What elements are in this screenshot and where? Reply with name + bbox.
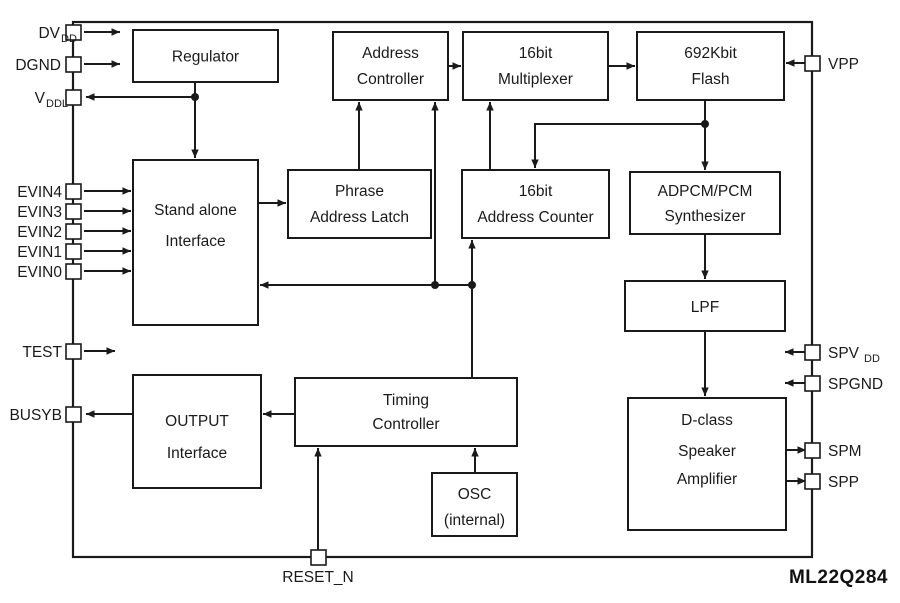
block-label-line2: Flash: [692, 71, 730, 88]
pin-test[interactable]: TEST: [22, 343, 82, 361]
pin-busyb[interactable]: BUSYB: [9, 406, 82, 424]
block-flash[interactable]: 692Kbit Flash: [636, 31, 785, 101]
block-label-line2: (internal): [444, 512, 505, 529]
block-label-line2: Multiplexer: [498, 71, 573, 88]
pin-label: EVIN0: [17, 264, 62, 281]
pin-label: VPP: [828, 56, 859, 73]
block-label-line1: 16bit: [519, 183, 553, 200]
block-output-interface[interactable]: OUTPUT Interface: [132, 374, 262, 489]
pin-reset-n[interactable]: RESET_N: [282, 549, 354, 586]
pin-evin3[interactable]: EVIN3: [17, 203, 82, 221]
pin-label: EVIN4: [17, 184, 62, 201]
block-label-line1: Timing: [383, 392, 429, 409]
pin-spgnd[interactable]: SPGND: [804, 375, 883, 393]
pin-evin1[interactable]: EVIN1: [17, 243, 82, 261]
block-label-line2: Interface: [165, 233, 225, 250]
junction-regulator-vddl: [191, 93, 199, 101]
block-label-line2: Interface: [167, 445, 227, 462]
pin-spp[interactable]: SPP: [804, 473, 859, 491]
wire-flash-to-addrcounter: [531, 123, 705, 168]
block-lpf[interactable]: LPF: [624, 280, 786, 332]
pin-label-subscript: DD: [61, 33, 77, 45]
pin-label: SPGND: [828, 376, 883, 393]
block-label-line2: Address Counter: [477, 209, 593, 226]
pin-evin0[interactable]: EVIN0: [17, 263, 82, 281]
block-label: LPF: [691, 299, 719, 316]
pin-label-subscript: DD: [864, 353, 880, 365]
block-address-counter[interactable]: 16bit Address Counter: [461, 169, 610, 239]
pin-label: RESET_N: [282, 569, 354, 586]
pin-vpp[interactable]: VPP: [804, 55, 859, 73]
block-adpcm-pcm-synthesizer[interactable]: ADPCM/PCM Synthesizer: [629, 171, 781, 235]
pin-label: EVIN2: [17, 224, 62, 241]
block-d-class-speaker-amplifier[interactable]: D-class Speaker Amplifier: [627, 397, 787, 531]
block-label-line1: Stand alone: [154, 202, 237, 219]
block-timing-controller[interactable]: Timing Controller: [294, 377, 518, 447]
pin-label-subscript: DDL: [46, 98, 68, 110]
block-label-line2: Speaker: [678, 443, 736, 460]
block-label-line1: 692Kbit: [684, 45, 737, 62]
pin-spvdd[interactable]: SPV DD: [804, 344, 880, 365]
pin-label: SPV: [828, 345, 860, 362]
block-label-line2: Address Latch: [310, 209, 409, 226]
pin-label: BUSYB: [9, 407, 62, 424]
block-label-line1: Address: [362, 45, 419, 62]
block-label: Regulator: [172, 49, 239, 66]
block-regulator[interactable]: Regulator: [132, 29, 279, 83]
block-phrase-address-latch[interactable]: Phrase Address Latch: [287, 169, 432, 239]
junction-bus-addrctrl: [431, 281, 439, 289]
pin-label: TEST: [22, 344, 62, 361]
pin-label: V: [35, 90, 46, 107]
block-label-line1: OUTPUT: [165, 413, 229, 430]
block-label-line2: Synthesizer: [665, 208, 746, 225]
block-label-line2: Controller: [357, 71, 424, 88]
pin-evin4[interactable]: EVIN4: [17, 183, 82, 201]
block-label-line1: Phrase: [335, 183, 384, 200]
block-multiplexer[interactable]: 16bit Multiplexer: [462, 31, 609, 101]
pin-dgnd[interactable]: DGND: [15, 56, 82, 74]
pin-label: EVIN3: [17, 204, 62, 221]
block-label-line1: 16bit: [519, 45, 553, 62]
pin-evin2[interactable]: EVIN2: [17, 223, 82, 241]
part-number-label: ML22Q284: [789, 567, 888, 588]
block-label-line3: Amplifier: [677, 471, 737, 488]
pin-label: SPM: [828, 443, 862, 460]
block-label-line1: D-class: [681, 412, 733, 429]
block-label-line2: Controller: [372, 416, 439, 433]
pin-spm[interactable]: SPM: [804, 442, 862, 460]
pin-label: DGND: [15, 57, 61, 74]
block-osc[interactable]: OSC (internal): [431, 472, 518, 537]
pin-dvdd[interactable]: DV DD: [38, 24, 82, 45]
pin-vddl[interactable]: V DDL: [35, 89, 82, 110]
pin-label: EVIN1: [17, 244, 62, 261]
block-label-line1: OSC: [458, 486, 492, 503]
pin-label: DV: [38, 25, 60, 42]
block-stand-alone-interface[interactable]: Stand alone Interface: [132, 159, 259, 326]
block-label-line1: ADPCM/PCM: [658, 183, 753, 200]
junction-flash-branch: [701, 120, 709, 128]
pin-label: SPP: [828, 474, 859, 491]
block-address-controller[interactable]: Address Controller: [332, 31, 449, 101]
